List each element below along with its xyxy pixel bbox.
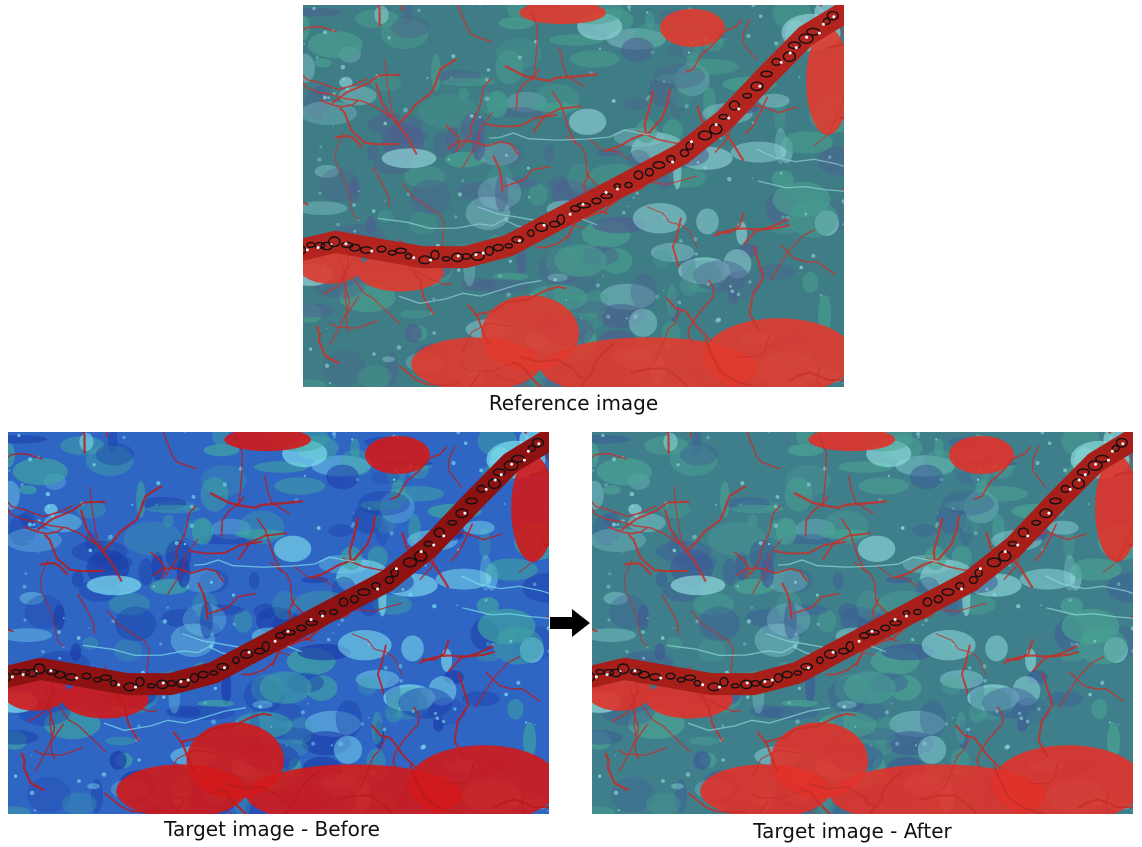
target-image-before [8, 432, 549, 814]
right-arrow-icon [550, 609, 590, 637]
target-image-after [592, 432, 1133, 814]
target-after-caption: Target image - After [753, 819, 952, 843]
reference-image [303, 5, 844, 387]
reference-image-caption: Reference image [488, 391, 659, 415]
target-before-caption: Target image - Before [164, 817, 380, 841]
